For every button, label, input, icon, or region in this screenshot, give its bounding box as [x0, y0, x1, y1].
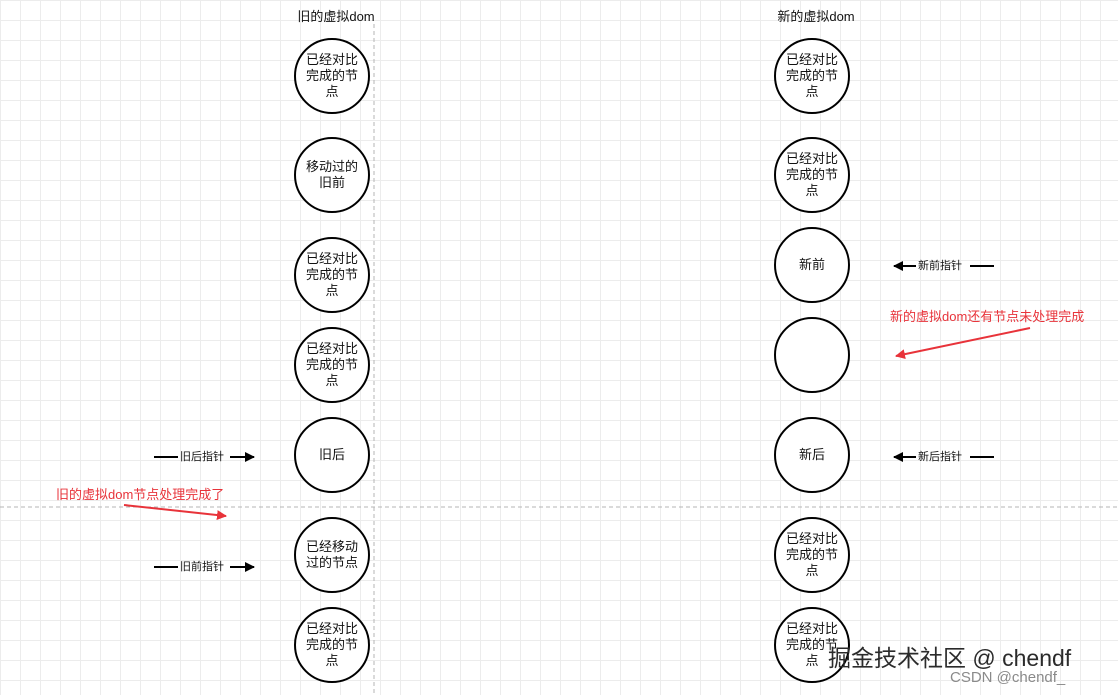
new-node-6: 已经对比完成的节点 — [774, 517, 850, 593]
old-done-note: 旧的虚拟dom节点处理完成了 — [56, 487, 225, 502]
new-end-pointer-label: 新后指针 — [918, 451, 962, 463]
old-node-2: 移动过的旧前 — [294, 137, 370, 213]
new-node-3: 新前 — [774, 227, 850, 303]
old-node-4: 已经对比完成的节点 — [294, 327, 370, 403]
old-node-3: 已经对比完成的节点 — [294, 237, 370, 313]
new-dom-title: 新的虚拟dom — [777, 9, 855, 24]
watermark-sub: CSDN @chendf_ — [950, 669, 1066, 686]
new-start-pointer-label: 新前指针 — [918, 260, 962, 272]
new-remaining-note: 新的虚拟dom还有节点未处理完成 — [890, 309, 1085, 324]
new-node-7: 已经对比完成的节点 — [774, 607, 850, 683]
new-remaining-arrow — [895, 327, 1031, 360]
watermark-main: 掘金技术社区 @ chendf — [828, 645, 1072, 671]
new-node-2: 已经对比完成的节点 — [774, 137, 850, 213]
old-node-1: 已经对比完成的节点 — [294, 38, 370, 114]
old-end-pointer-label: 旧后指针 — [180, 451, 224, 463]
old-node-5: 旧后 — [294, 417, 370, 493]
old-dom-title: 旧的虚拟dom — [297, 9, 375, 24]
old-done-arrow — [123, 504, 227, 521]
old-start-pointer-label: 旧前指针 — [180, 561, 224, 573]
new-node-4 — [774, 317, 850, 393]
new-node-5: 新后 — [774, 417, 850, 493]
old-node-6: 已经移动过的节点 — [294, 517, 370, 593]
old-node-7: 已经对比完成的节点 — [294, 607, 370, 683]
new-node-1: 已经对比完成的节点 — [774, 38, 850, 114]
